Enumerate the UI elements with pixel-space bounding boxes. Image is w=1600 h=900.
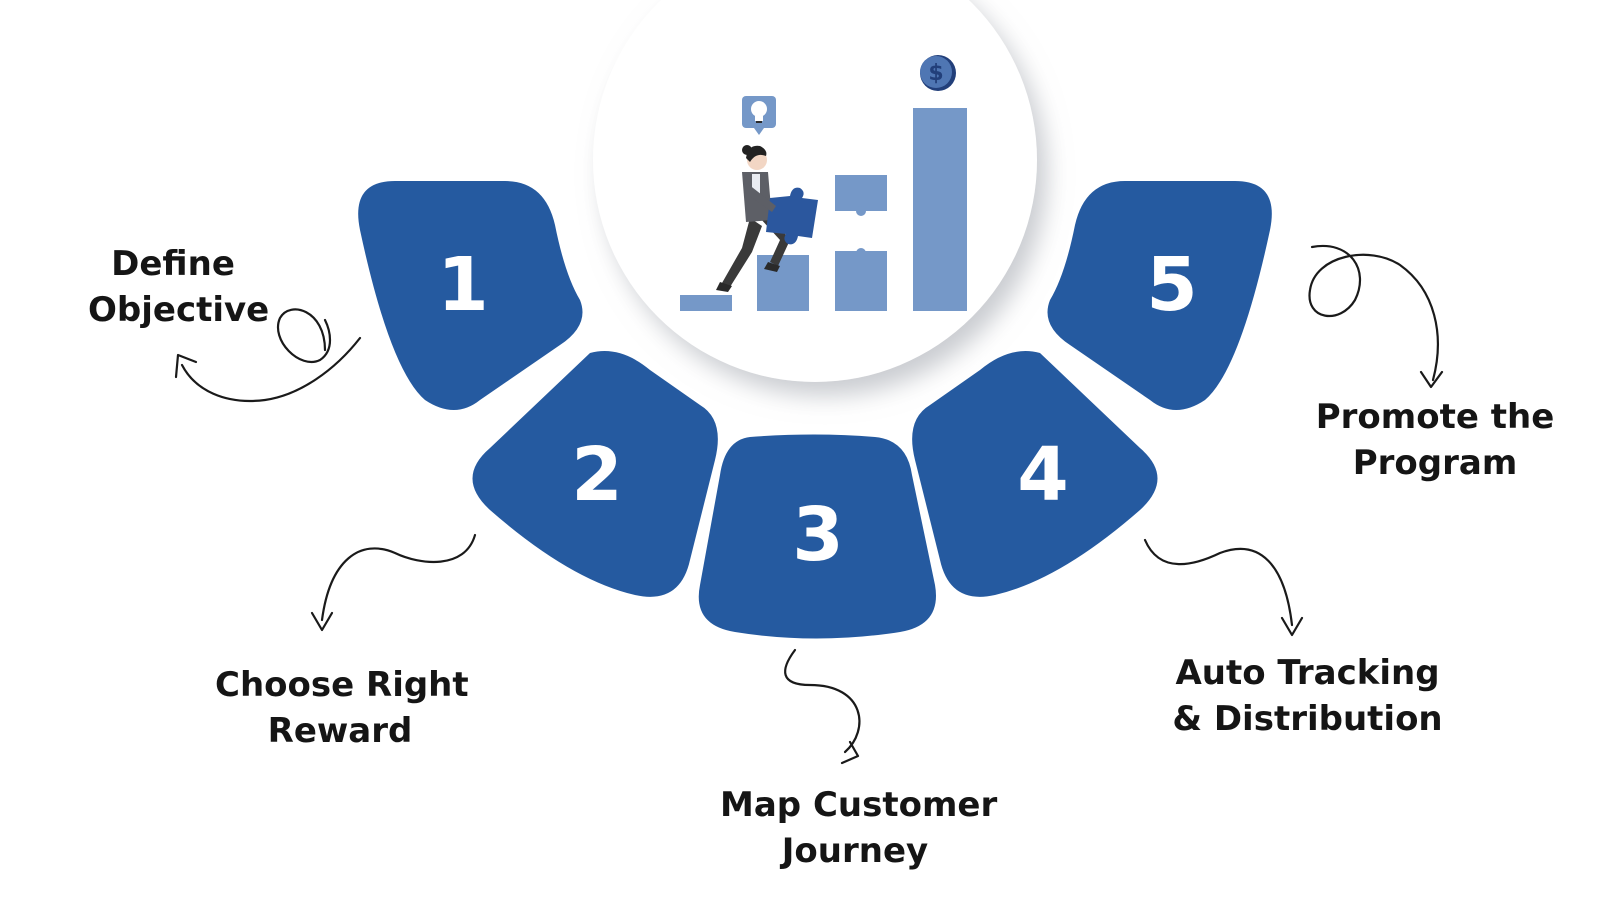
- step-label-5-line-2: Program: [1352, 443, 1518, 483]
- step-petal-2: 2: [472, 351, 718, 597]
- step-petal-5: 5: [1047, 181, 1272, 410]
- step-label-3: Map Customer Journey: [720, 782, 998, 874]
- step-label-3-line-1: Map Customer: [720, 785, 998, 825]
- step-petal-3: 3: [698, 434, 936, 639]
- arrow-step-3: [784, 648, 861, 765]
- step-number-5: 5: [1146, 242, 1198, 328]
- arrow-step-4: [1143, 538, 1304, 637]
- chart-bar-2: [757, 255, 809, 311]
- step-label-4-line-1: Auto Tracking: [1175, 653, 1440, 693]
- step-label-3-line-2: Journey: [781, 831, 929, 871]
- puzzle-gap: [835, 211, 887, 251]
- puzzle-knob-bottom: [856, 248, 866, 258]
- step-number-4: 4: [1017, 432, 1069, 518]
- arrow-step-2: [310, 533, 477, 632]
- step-label-2-line-1: Choose Right: [215, 665, 469, 705]
- chart-bar-1: [680, 295, 732, 311]
- step-label-1: Define Objective: [88, 241, 270, 333]
- chart-bar-4: [913, 108, 967, 311]
- center-circle: [593, 0, 1037, 382]
- step-label-5-line-1: Promote the: [1315, 397, 1555, 437]
- step-petal-1: 1: [358, 181, 583, 410]
- puzzle-knob-top: [856, 206, 866, 216]
- svg-text:$: $: [928, 61, 943, 86]
- step-petal-4: 4: [912, 351, 1158, 597]
- step-label-5: Promote the Program: [1310, 394, 1560, 486]
- dollar-coin-icon: $: [920, 55, 956, 91]
- person-figure: [716, 145, 818, 292]
- step-label-4: Auto Tracking & Distribution: [1170, 650, 1445, 742]
- step-label-2: Choose Right Reward: [215, 662, 469, 754]
- arrow-step-1: [174, 308, 362, 402]
- lightbulb-icon: [742, 96, 776, 135]
- puzzle-piece-icon: [766, 187, 818, 245]
- step-number-1: 1: [437, 242, 489, 328]
- step-label-2-line-2: Reward: [267, 711, 413, 751]
- step-number-2: 2: [571, 432, 623, 518]
- center-illustration: $: [593, 0, 1037, 382]
- step-number-3: 3: [792, 492, 844, 578]
- step-label-4-line-2: & Distribution: [1172, 699, 1443, 739]
- step-label-1-line-2: Objective: [88, 290, 270, 330]
- arrow-step-5: [1308, 244, 1444, 389]
- step-label-1-line-1: Define: [111, 244, 235, 284]
